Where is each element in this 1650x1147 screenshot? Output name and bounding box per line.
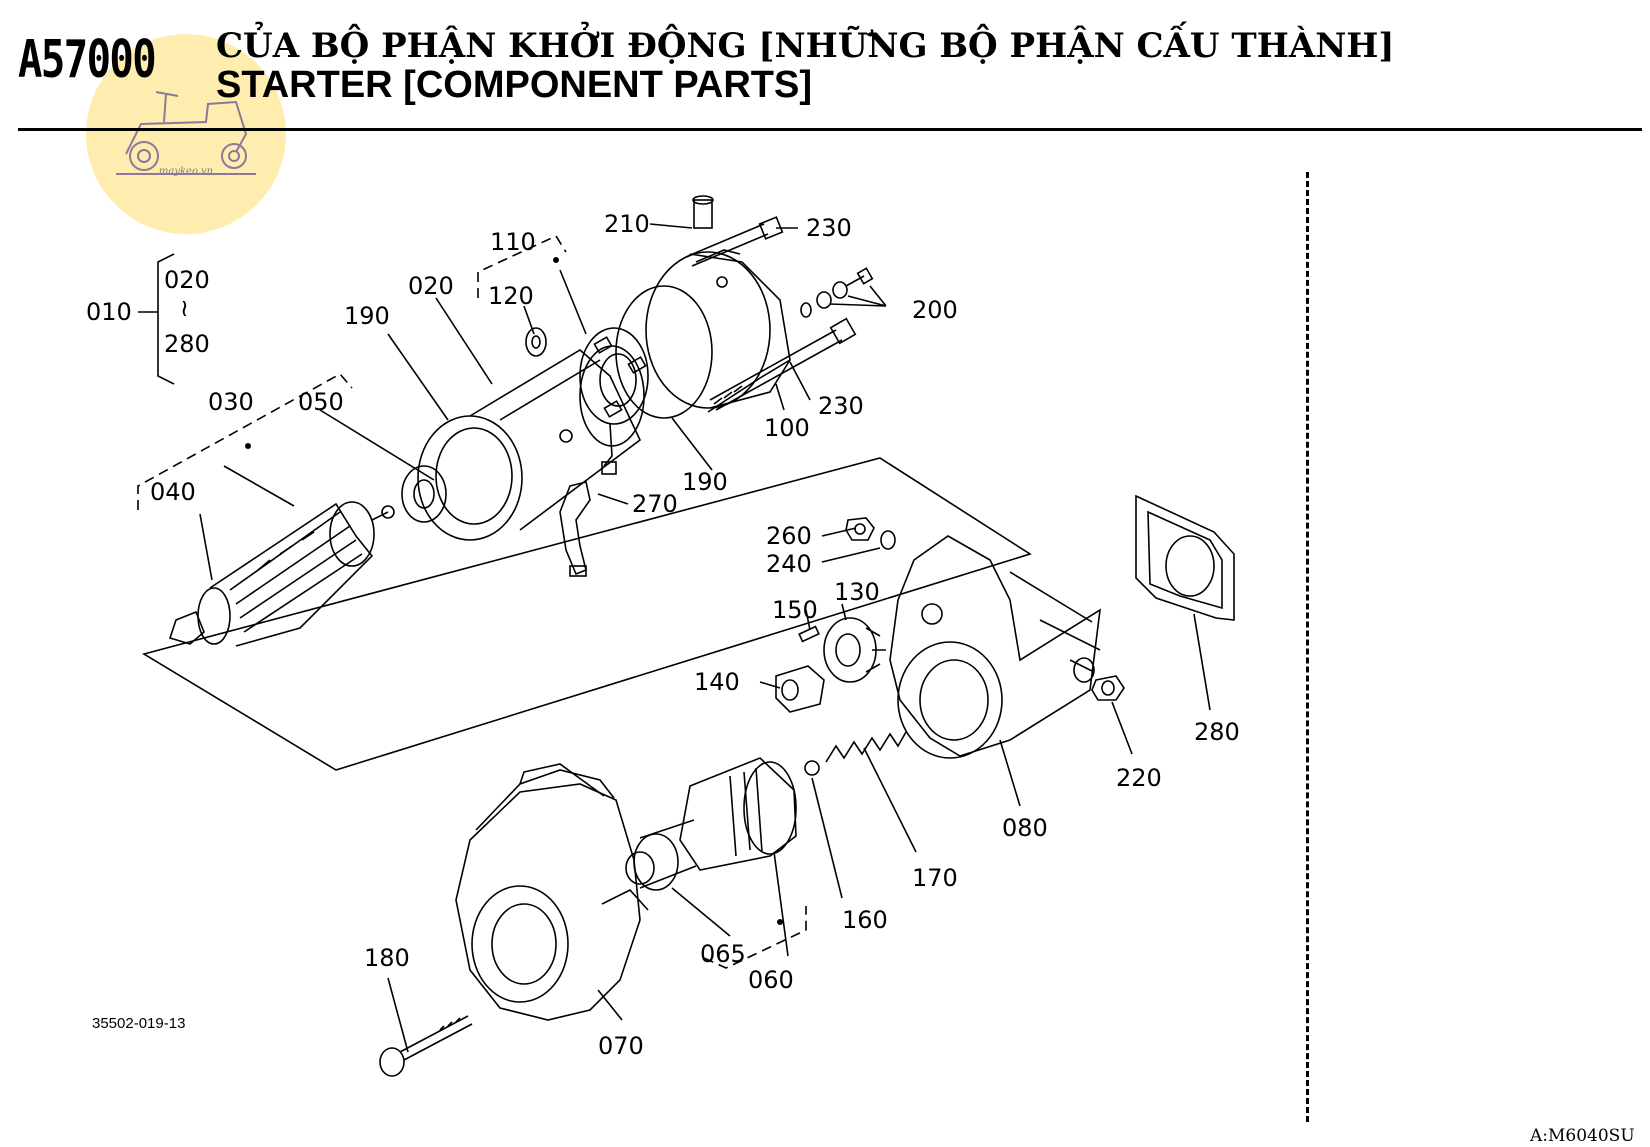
bracket-110	[477, 234, 567, 298]
label-190-left: 190	[344, 302, 390, 330]
label-range-start: 020	[164, 266, 210, 294]
label-060: 060	[748, 966, 794, 994]
bracket-030	[137, 372, 353, 510]
label-180: 180	[364, 944, 410, 972]
rear-cover-part	[645, 249, 791, 413]
retainer-140	[775, 665, 825, 713]
ball-160	[804, 760, 820, 776]
label-280: 280	[1194, 718, 1240, 746]
label-070: 070	[598, 1032, 644, 1060]
label-260: 260	[766, 522, 812, 550]
label-050: 050	[298, 388, 344, 416]
pin-150	[798, 625, 820, 643]
label-range-end: 280	[164, 330, 210, 358]
clutch-assembly-060	[625, 757, 797, 891]
tractor-icon	[116, 91, 256, 175]
watermark-logo: maykeo.vn	[86, 34, 286, 234]
label-065: 065	[700, 940, 746, 968]
yoke-part	[417, 345, 645, 541]
gear-case-part	[889, 535, 1102, 759]
assembly-outline	[141, 457, 1032, 771]
label-190-right: 190	[682, 468, 728, 496]
range-bracket	[157, 253, 175, 385]
model-code: A:M6040SU	[1530, 1126, 1635, 1146]
terminal-lead-270	[559, 481, 591, 577]
label-170: 170	[912, 864, 958, 892]
screw-washers-200	[800, 267, 874, 318]
bolt-180	[379, 1015, 473, 1077]
label-240: 240	[766, 550, 812, 578]
label-130: 130	[834, 578, 880, 606]
washer-240	[880, 530, 896, 550]
plate-280	[1135, 494, 1235, 621]
label-210: 210	[604, 210, 650, 238]
page-code: A57000	[18, 30, 157, 90]
through-bolt-lower	[709, 317, 857, 411]
header-divider	[18, 128, 1642, 131]
nut-220	[1091, 675, 1125, 701]
label-010: 010	[86, 298, 132, 326]
label-040: 040	[150, 478, 196, 506]
dashed-separator	[1306, 172, 1309, 1122]
label-range-tilde: ≀	[180, 294, 189, 322]
label-020: 020	[408, 272, 454, 300]
label-220: 220	[1116, 764, 1162, 792]
label-140: 140	[694, 668, 740, 696]
armature-part	[168, 501, 395, 647]
label-110: 110	[490, 228, 536, 256]
label-120: 120	[488, 282, 534, 310]
label-230-lower: 230	[818, 392, 864, 420]
bracket-060	[703, 906, 807, 969]
label-270: 270	[632, 490, 678, 518]
brush-holder-part	[579, 327, 649, 475]
spring-170	[825, 731, 907, 763]
page-title-vietnamese: CỦA BỘ PHẬN KHỞI ĐỘNG [NHỮNG BỘ PHẬN CẤU…	[216, 26, 1395, 66]
label-030: 030	[208, 388, 254, 416]
gasket-190	[615, 285, 713, 419]
label-230-upper: 230	[806, 214, 852, 242]
through-bolt-upper	[687, 216, 784, 267]
label-150: 150	[772, 596, 818, 624]
figure-number: 35502-019-13	[92, 1015, 186, 1032]
page-title-english: STARTER [COMPONENT PARTS]	[216, 64, 813, 106]
cap-210	[692, 195, 714, 229]
bearing-120	[525, 327, 547, 357]
idler-gear-130	[823, 617, 886, 683]
label-080: 080	[1002, 814, 1048, 842]
watermark-text: maykeo.vn	[158, 166, 214, 177]
label-200: 200	[912, 296, 958, 324]
front-housing-070	[455, 763, 649, 1021]
label-160: 160	[842, 906, 888, 934]
label-100: 100	[764, 414, 810, 442]
